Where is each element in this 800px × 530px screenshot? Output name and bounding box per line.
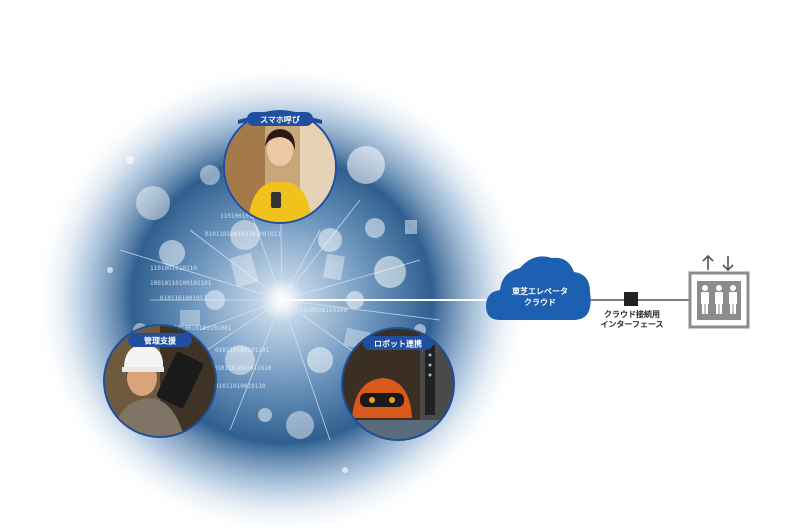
interface-label-line1: クラウド接続用	[586, 310, 678, 320]
interface-box-icon	[624, 292, 638, 306]
svg-text:1010010110100: 1010010110100	[300, 307, 347, 314]
up-arrow-icon	[703, 256, 713, 270]
cloud-label-line2: クラウド	[500, 297, 580, 308]
node-robot-integration: ロボット連携	[341, 327, 455, 441]
node-robot-label: ロボット連携	[374, 339, 422, 349]
node-smartphone-call: スマホ呼び	[223, 110, 337, 224]
svg-text:1101001010110: 1101001010110	[150, 265, 197, 272]
interface-label: クラウド接続用 インターフェース	[586, 310, 678, 330]
svg-text:01011010010110: 01011010010110	[215, 383, 266, 390]
cloud-label-line1: 東芝エレベータ	[500, 286, 580, 297]
elevator-icon	[690, 273, 748, 327]
node-smartphone-label: スマホ呼び	[260, 115, 300, 125]
cloud-label: 東芝エレベータ クラウド	[500, 286, 580, 308]
interface-label-line2: インターフェース	[586, 320, 678, 330]
svg-text:0101101001011: 0101101001011	[160, 295, 207, 302]
svg-text:10010110100101101: 10010110100101101	[150, 280, 212, 287]
down-arrow-icon	[723, 256, 733, 270]
node-management-label: 管理支援	[144, 336, 177, 346]
